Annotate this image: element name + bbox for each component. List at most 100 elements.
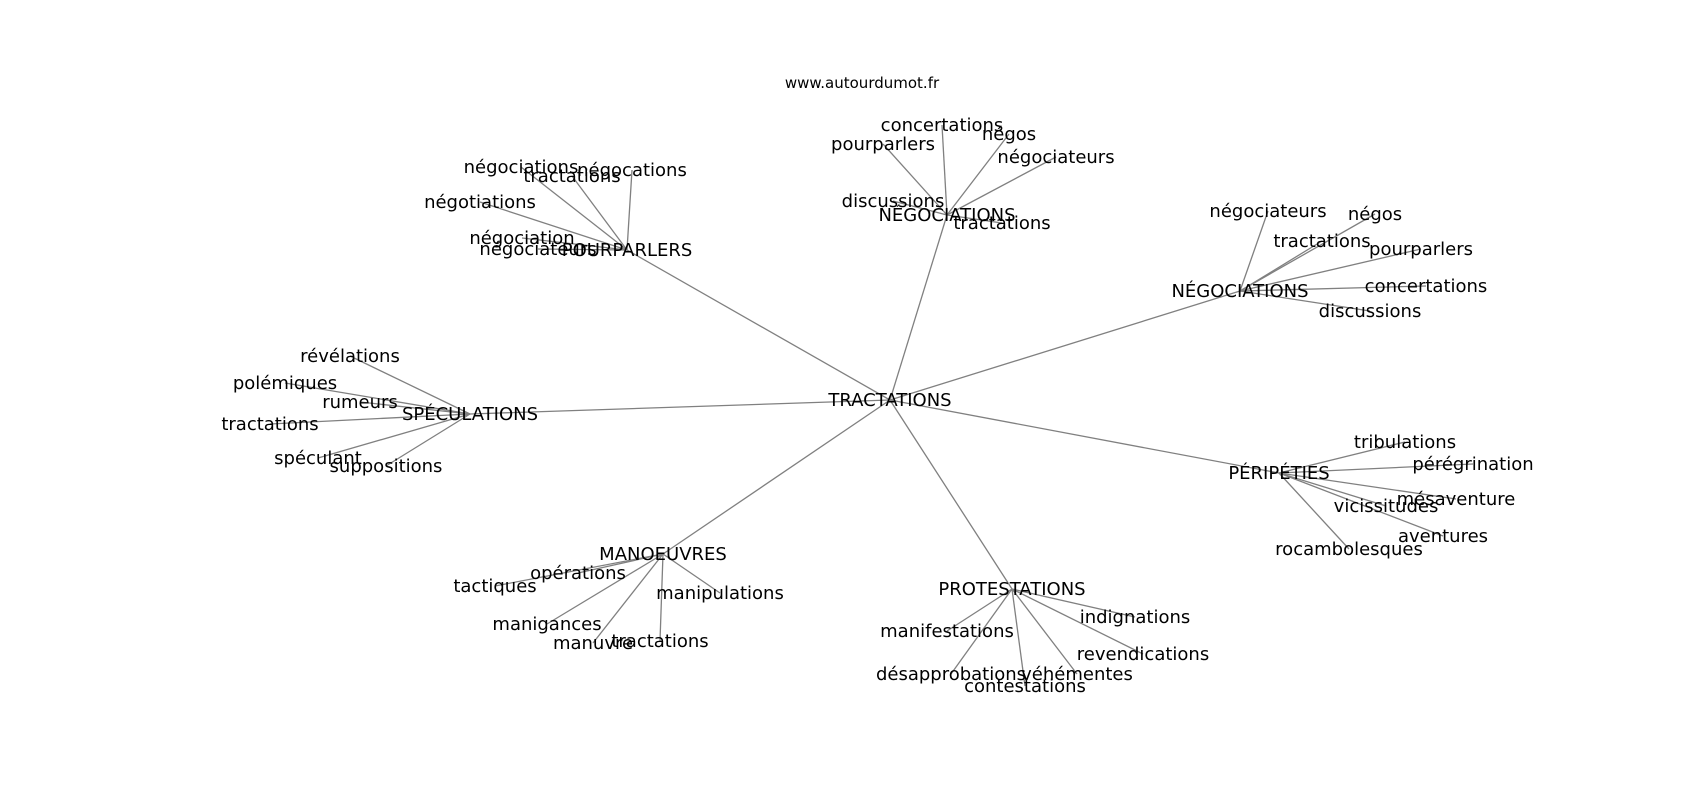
term-node-label: discussions [1319, 301, 1422, 322]
term-edge [592, 553, 664, 644]
term-node-label: rumeurs [322, 392, 398, 413]
term-edge [269, 413, 471, 425]
hub-edge [469, 399, 891, 415]
term-edge [385, 413, 471, 467]
term-node-label: rocambolesques [1275, 539, 1423, 560]
term-edge [941, 124, 948, 216]
term-edge [662, 553, 721, 594]
term-node-label: tractations [953, 213, 1050, 234]
term-edge [546, 553, 664, 625]
term-edge [1278, 472, 1387, 507]
term-edge [1239, 290, 1371, 312]
term-edge [946, 133, 1010, 216]
group-node-label: POURPARLERS [562, 240, 693, 261]
term-edge [946, 156, 1057, 216]
term-edge [1278, 472, 1444, 537]
term-node-label: révélations [300, 346, 400, 367]
term-edge [317, 413, 471, 459]
term-edge [284, 382, 471, 415]
term-node-label: concertations [1365, 276, 1488, 297]
term-node-label: négociateurs [479, 239, 596, 260]
graph-labels: www.autourdumot.fr TRACTATIONS POURPARLER… [221, 74, 1533, 697]
term-node-label: tractations [221, 414, 318, 435]
hub-edge [889, 399, 1013, 590]
group-node-label: PROTESTATIONS [938, 579, 1085, 600]
term-node-label: pourparlers [1369, 239, 1473, 260]
term-node-label: tractations [523, 166, 620, 187]
group-node-label: SPÉCULATIONS [402, 403, 538, 425]
term-edge [1278, 472, 1350, 550]
term-node-label: manipulations [656, 583, 784, 604]
term-edge [1278, 472, 1457, 500]
group-node-label: PÉRIPÉTIES [1228, 462, 1329, 484]
term-edge [1011, 588, 1026, 687]
term-node-label: manuvre [553, 633, 633, 654]
term-edge [1239, 248, 1422, 292]
term-edge [520, 166, 628, 251]
hub-edge [662, 399, 891, 555]
graph-edges [269, 124, 1474, 687]
term-edge [1011, 588, 1078, 675]
term-edge [1278, 463, 1474, 474]
term-node-label: négociateurs [1209, 201, 1326, 222]
term-edge [1239, 213, 1376, 292]
term-node-label: négociation [469, 228, 574, 249]
term-node-label: pérégrination [1412, 454, 1533, 475]
term-edge [1278, 441, 1406, 474]
term-node-label: tractations [1273, 231, 1370, 252]
hub-edge [889, 290, 1241, 401]
term-edge [494, 553, 664, 587]
term-node-label: vicissitudes [1334, 496, 1439, 517]
term-edge [626, 169, 633, 251]
term-node-label: désapprobations [876, 664, 1026, 685]
term-node-label: opérations [530, 563, 626, 584]
term-node-label: négos [982, 124, 1036, 145]
term-edge [521, 237, 628, 251]
term-edge [946, 588, 1013, 632]
term-node-label: contestations [964, 676, 1086, 697]
term-node-label: manigances [492, 614, 601, 635]
term-edge [537, 248, 628, 251]
term-node-label: véhémentes [1021, 664, 1133, 685]
term-node-label: tribulations [1354, 432, 1456, 453]
term-edge [1011, 588, 1136, 618]
term-node-label: indignations [1080, 607, 1191, 628]
term-node-label: négociations [464, 157, 579, 178]
term-node-label: négocations [577, 160, 687, 181]
term-edge [571, 175, 628, 251]
term-node-label: négociateurs [997, 147, 1114, 168]
term-edge [882, 143, 948, 216]
term-edge [1239, 240, 1323, 292]
term-edge [659, 553, 664, 642]
term-node-label: spéculant [274, 448, 362, 469]
term-node-label: discussions [842, 191, 945, 212]
term-edge [479, 201, 628, 251]
term-node-label: pourparlers [831, 134, 935, 155]
hub-edge [889, 399, 1280, 474]
term-node-label: tractations [611, 631, 708, 652]
hub-edge [626, 249, 891, 401]
term-node-label: suppositions [330, 456, 443, 477]
term-edge [359, 401, 471, 415]
group-node-label: NÉGOCIATIONS [878, 204, 1015, 226]
term-node-label: concertations [881, 115, 1004, 136]
term-node-label: tactiques [453, 576, 536, 597]
group-node-label: NÉGOCIATIONS [1171, 280, 1308, 302]
term-node-label: polémiques [233, 373, 337, 394]
term-edge [946, 214, 1003, 224]
term-edge [892, 200, 948, 216]
term-edge [349, 355, 471, 415]
term-edge [1239, 210, 1269, 292]
term-node-label: manifestations [880, 621, 1014, 642]
term-node-label: aventures [1398, 526, 1488, 547]
site-url: www.autourdumot.fr [785, 74, 940, 92]
term-edge [950, 588, 1013, 675]
term-edge [1011, 588, 1144, 655]
group-node-label: MANOEUVRES [599, 544, 727, 565]
term-node-label: négotiations [424, 192, 536, 213]
term-edge [1239, 285, 1427, 292]
hub-edge [889, 214, 948, 401]
term-node-label: revendications [1077, 644, 1209, 665]
center-node-label: TRACTATIONS [827, 390, 951, 411]
